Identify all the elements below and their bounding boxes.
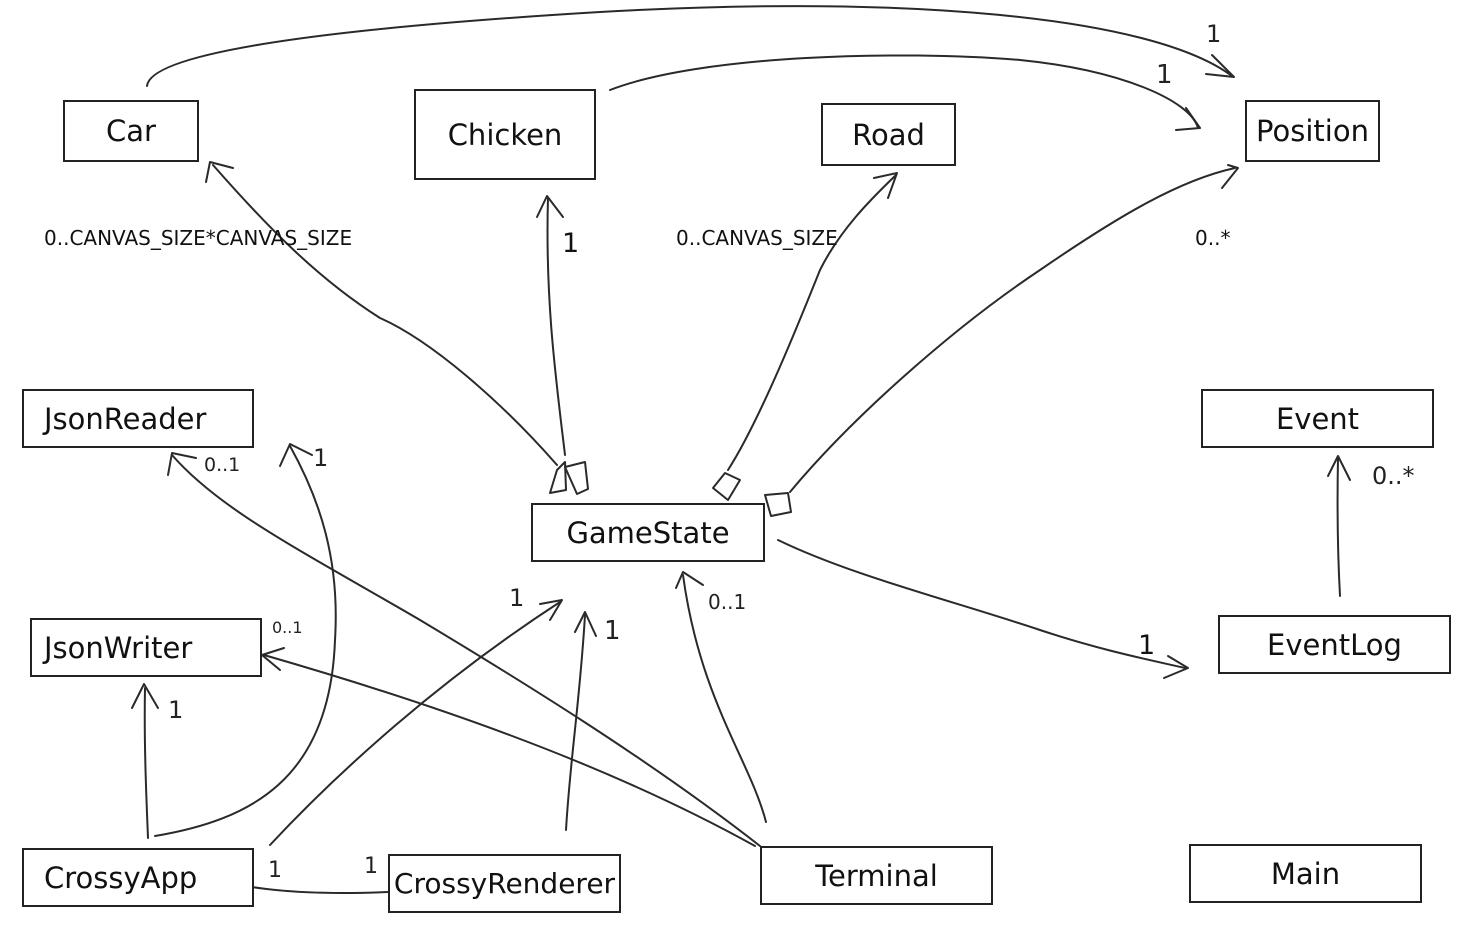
arrowhead-gamestate-car xyxy=(205,161,234,183)
association-terminal-gamestate xyxy=(682,574,767,823)
arrowhead-gamestate-eventlog xyxy=(1163,655,1189,679)
multiplicity-events: 0..* xyxy=(1372,462,1415,490)
multiplicity-writer-optional: 0..1 xyxy=(272,618,303,637)
multiplicity-car-position: 1 xyxy=(1206,20,1222,48)
multiplicity-positions: 0..* xyxy=(1195,226,1231,250)
association-eventlog-event xyxy=(1336,457,1341,597)
class-json-writer: JsonWriter xyxy=(30,618,262,677)
multiplicity-writer-app: 1 xyxy=(168,696,184,724)
multiplicity-event-log: 1 xyxy=(1138,630,1156,661)
diamond-car xyxy=(549,461,567,494)
class-crossy-renderer: CrossyRenderer xyxy=(388,854,621,913)
class-game-state: GameState xyxy=(531,503,765,562)
class-position: Position xyxy=(1245,100,1380,162)
association-crossyapp-jsonwriter xyxy=(143,687,149,839)
diamond-position xyxy=(764,492,792,517)
arrowhead-terminal-jsonwriter xyxy=(261,647,285,671)
multiplicity-state-terminal: 0..1 xyxy=(708,590,747,614)
aggregation-gamestate-car xyxy=(212,164,558,466)
arrowhead-gamestate-road xyxy=(873,172,898,199)
arrowhead-renderer-gamestate xyxy=(574,611,597,637)
class-crossy-app: CrossyApp xyxy=(22,848,254,907)
class-event: Event xyxy=(1201,389,1434,448)
multiplicity-app-renderer-b: 1 xyxy=(364,854,378,879)
arrowhead-eventlog-event xyxy=(1327,455,1351,481)
arrowhead-crossyapp-gamestate xyxy=(539,599,563,621)
class-terminal: Terminal xyxy=(760,846,993,905)
association-car-position xyxy=(146,5,1233,87)
multiplicity-app-renderer-a: 1 xyxy=(268,858,282,883)
class-car: Car xyxy=(63,100,199,162)
arrowhead-terminal-jsonreader xyxy=(167,452,197,476)
arrowhead-crossyapp-jsonwriter xyxy=(131,683,159,709)
arrowhead-gamestate-chicken xyxy=(536,195,564,218)
association-crossyapp-jsonreader xyxy=(154,445,337,837)
diamond-road xyxy=(712,472,741,501)
multiplicity-roads: 0..CANVAS_SIZE xyxy=(676,226,838,250)
class-json-reader: JsonReader xyxy=(22,389,254,448)
association-chicken-position xyxy=(609,54,1199,129)
multiplicity-reader-app: 1 xyxy=(313,444,329,472)
multiplicity-cars: 0..CANVAS_SIZE*CANVAS_SIZE xyxy=(44,226,353,250)
multiplicity-state-renderer: 1 xyxy=(604,616,621,646)
association-renderer-gamestate xyxy=(565,614,586,831)
arrowhead-terminal-gamestate xyxy=(675,571,704,589)
class-chicken: Chicken xyxy=(414,89,596,180)
arrowhead-crossyapp-jsonreader xyxy=(279,443,313,467)
association-crossyapp-renderer xyxy=(251,886,389,894)
aggregation-gamestate-position xyxy=(789,167,1236,493)
arrowhead-car-position xyxy=(1205,54,1235,78)
aggregation-gamestate-chicken xyxy=(546,197,566,456)
association-terminal-jsonreader xyxy=(171,454,761,847)
multiplicity-reader-optional: 0..1 xyxy=(204,454,241,476)
arrowhead-gamestate-position xyxy=(1221,164,1239,189)
association-terminal-jsonwriter xyxy=(263,654,756,847)
class-road: Road xyxy=(821,103,956,166)
multiplicity-state-app: 1 xyxy=(509,584,525,612)
association-gamestate-eventlog xyxy=(777,539,1186,669)
class-event-log: EventLog xyxy=(1218,615,1451,674)
association-crossyapp-gamestate xyxy=(269,601,561,846)
multiplicity-chicken-position: 1 xyxy=(1156,60,1173,90)
aggregation-gamestate-road xyxy=(727,174,897,471)
diamond-chicken xyxy=(564,461,589,495)
class-main: Main xyxy=(1189,844,1422,903)
multiplicity-chicken: 1 xyxy=(562,228,580,259)
arrowhead-chicken-position xyxy=(1175,107,1201,131)
